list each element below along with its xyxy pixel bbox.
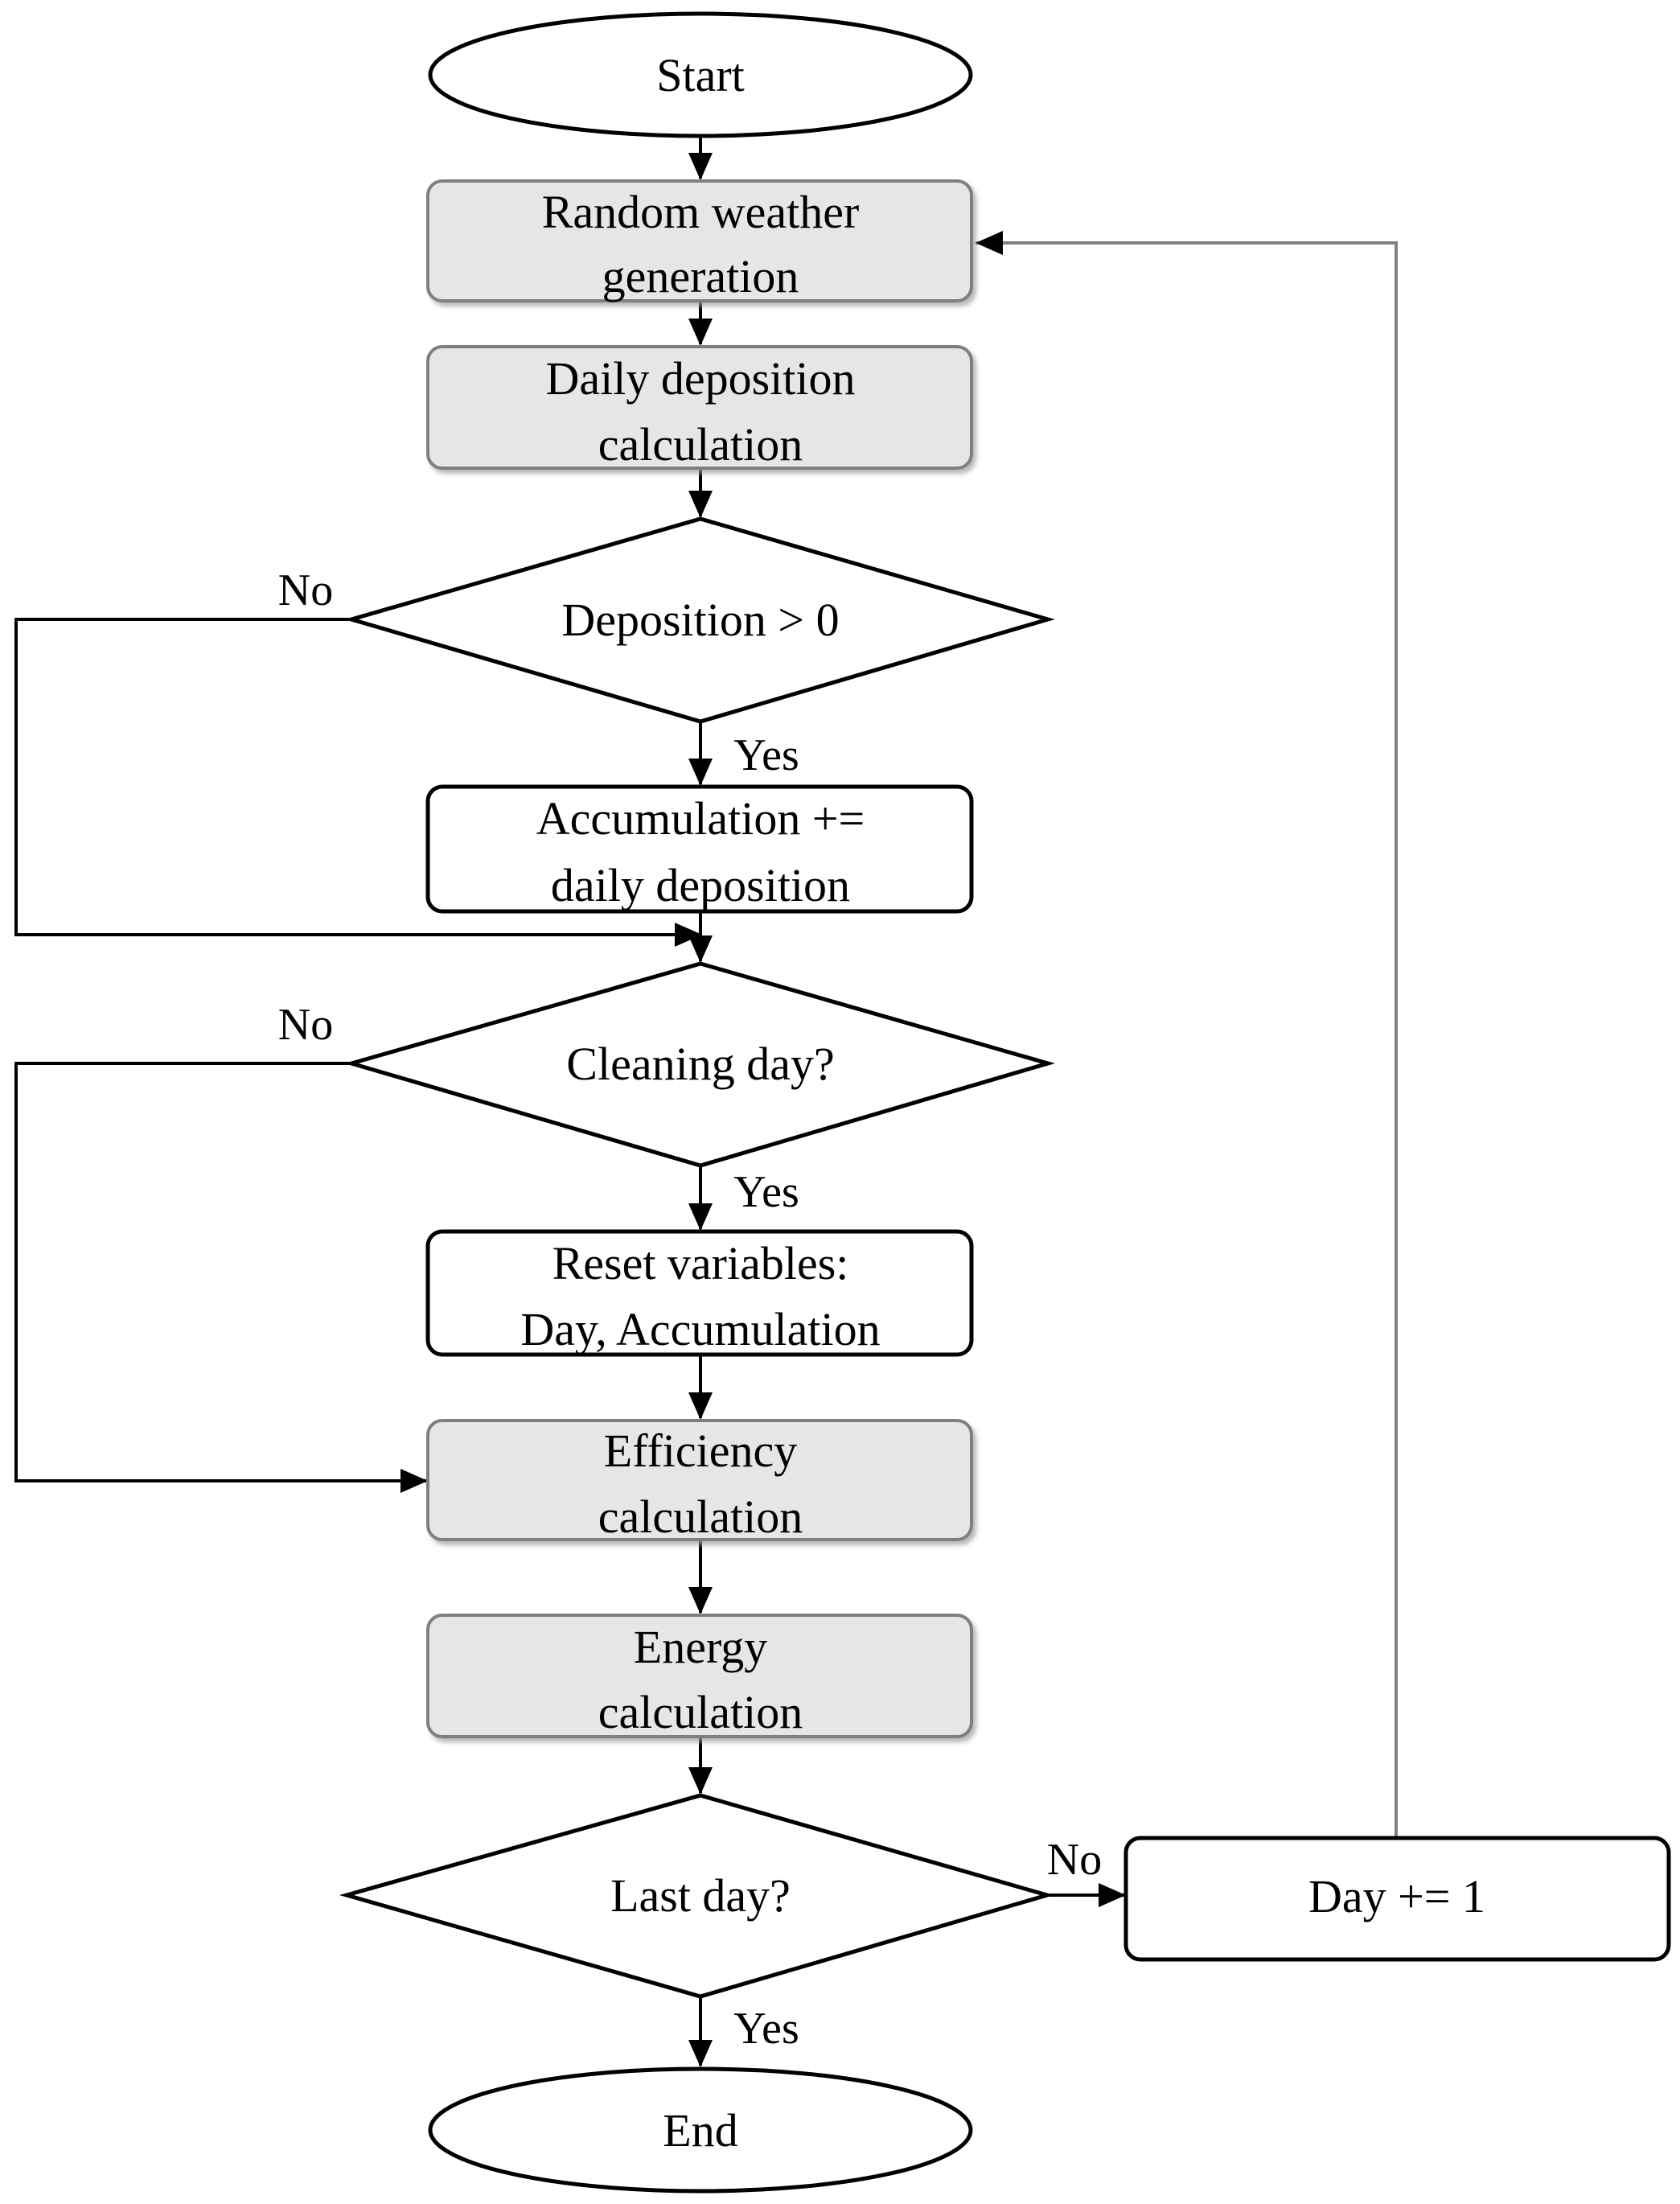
day-increment-label: Day += 1 (1308, 1870, 1485, 1922)
process-efficiency: Efficiency calculation (426, 1419, 973, 1543)
last-day-decision-label: Last day? (610, 1869, 791, 1922)
decision-cleaning: Cleaning day? (344, 961, 1055, 1168)
process-day-increment: Day += 1 (1123, 1836, 1671, 1962)
energy-line1: Energy (634, 1621, 767, 1673)
process-daily-deposition: Daily deposition calculation (426, 345, 973, 471)
last-day-no-label: No (1047, 1835, 1102, 1885)
daily-deposition-line2: calculation (598, 418, 803, 471)
cleaning-yes-label: Yes (733, 1167, 799, 1217)
efficiency-line1: Efficiency (604, 1425, 797, 1477)
cleaning-decision-label: Cleaning day? (566, 1038, 834, 1090)
end-node: End (428, 2066, 973, 2194)
loop-arrowhead (976, 231, 1003, 255)
end-label: End (663, 2104, 737, 2157)
energy-line2: calculation (598, 1686, 803, 1738)
deposition-yes-label: Yes (733, 730, 799, 780)
accumulation-line2: daily deposition (551, 859, 850, 911)
process-accumulation: Accumulation += daily deposition (425, 784, 974, 914)
daily-deposition-line1: Daily deposition (545, 352, 855, 405)
loop-deposition-no (14, 618, 702, 947)
reset-line1: Reset variables: (552, 1237, 849, 1289)
start-node: Start (428, 11, 973, 138)
loop-cleaning-no (14, 1062, 428, 1493)
random-weather-line2: generation (602, 250, 799, 302)
connectors (14, 137, 1398, 2067)
cleaning-no-label: No (278, 1000, 333, 1050)
decision-deposition: Deposition > 0 (344, 516, 1055, 724)
random-weather-line1: Random weather (542, 186, 860, 238)
deposition-no-label: No (278, 565, 333, 615)
decision-last-day: Last day? (339, 1793, 1054, 1999)
deposition-decision-label: Deposition > 0 (561, 594, 839, 646)
process-reset: Reset variables: Day, Accumulation (425, 1229, 974, 1357)
last-day-yes-label: Yes (733, 2004, 799, 2054)
process-random-weather: Random weather generation (426, 179, 973, 302)
accumulation-line1: Accumulation += (536, 792, 865, 845)
process-energy: Energy calculation (426, 1614, 973, 1738)
efficiency-line2: calculation (598, 1491, 803, 1543)
start-label: Start (656, 49, 745, 101)
reset-line2: Day, Accumulation (520, 1303, 880, 1355)
loop-increment-to-weather (976, 241, 1398, 1836)
